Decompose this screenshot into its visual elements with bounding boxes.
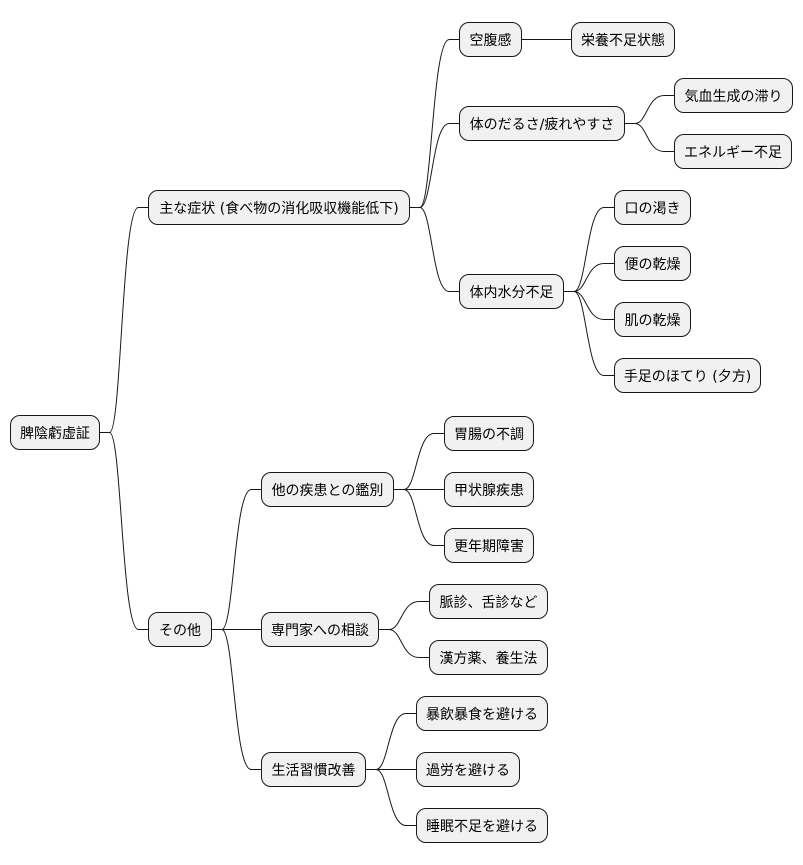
leaf-dry-stool: 便の乾燥 bbox=[614, 246, 691, 281]
connector-node-fatigue-to-leaf-qi-blood-stagnation bbox=[625, 95, 674, 124]
connector-branch-main-symptoms-to-node-fluid-deficiency bbox=[410, 207, 459, 292]
leaf-dry-skin: 肌の乾燥 bbox=[614, 302, 691, 337]
connector-node-fluid-deficiency-to-leaf-hot-limbs bbox=[564, 291, 614, 376]
leaf-avoid-sleep-deprivation: 睡眠不足を避ける bbox=[416, 808, 548, 843]
leaf-malnutrition: 栄養不足状態 bbox=[571, 22, 675, 57]
node-fatigue: 体のだるさ/疲れやすさ bbox=[459, 106, 625, 141]
connector-branch-others-to-node-differential-diagnosis bbox=[212, 489, 261, 630]
branch-others: その他 bbox=[148, 612, 212, 647]
connector-node-fluid-deficiency-to-leaf-dry-skin bbox=[564, 291, 614, 320]
connector-node-fluid-deficiency-to-leaf-thirst bbox=[564, 207, 614, 292]
leaf-menopause: 更年期障害 bbox=[444, 528, 534, 563]
connector-node-fatigue-to-leaf-energy-shortage bbox=[625, 123, 674, 152]
leaf-gi-disorder: 胃腸の不調 bbox=[444, 416, 534, 451]
leaf-qi-blood-stagnation: 気血生成の滞り bbox=[674, 78, 793, 113]
connector-node-differential-diagnosis-to-leaf-menopause bbox=[394, 489, 444, 546]
connector-node-lifestyle-improvement-to-leaf-avoid-overeating bbox=[366, 713, 416, 770]
leaf-thyroid-disease: 甲状腺疾患 bbox=[444, 472, 534, 507]
leaf-avoid-overeating: 暴飲暴食を避ける bbox=[416, 696, 548, 731]
leaf-avoid-overwork: 過労を避ける bbox=[416, 752, 520, 787]
leaf-hot-limbs: 手足のほてり (夕方) bbox=[614, 358, 761, 393]
connector-branch-main-symptoms-to-node-hunger bbox=[410, 39, 459, 208]
connector-node-consult-specialist-to-leaf-pulse-tongue-diagnosis bbox=[379, 601, 429, 630]
node-differential-diagnosis: 他の疾患との鑑別 bbox=[261, 472, 394, 507]
connector-branch-others-to-node-lifestyle-improvement bbox=[212, 629, 261, 770]
leaf-pulse-tongue-diagnosis: 脈診、舌診など bbox=[429, 584, 548, 619]
node-hunger: 空腹感 bbox=[459, 22, 522, 57]
leaf-thirst: 口の渇き bbox=[614, 190, 691, 225]
leaf-energy-shortage: エネルギー不足 bbox=[674, 134, 792, 169]
connector-node-differential-diagnosis-to-leaf-gi-disorder bbox=[394, 433, 444, 490]
connector-node-fluid-deficiency-to-leaf-dry-stool bbox=[564, 263, 614, 292]
root-node: 脾陰虧虚証 bbox=[10, 415, 100, 450]
connector-root-node-to-branch-main-symptoms bbox=[100, 207, 148, 433]
node-lifestyle-improvement: 生活習慣改善 bbox=[261, 752, 366, 787]
branch-main-symptoms: 主な症状 (食べ物の消化吸収機能低下) bbox=[148, 190, 410, 225]
connector-branch-main-symptoms-to-node-fatigue bbox=[410, 123, 459, 208]
connector-root-node-to-branch-others bbox=[100, 432, 148, 630]
leaf-kampo-regimen: 漢方薬、養生法 bbox=[429, 640, 548, 675]
node-consult-specialist: 専門家への相談 bbox=[261, 612, 379, 647]
node-fluid-deficiency: 体内水分不足 bbox=[459, 274, 564, 309]
connector-node-consult-specialist-to-leaf-kampo-regimen bbox=[379, 629, 429, 658]
connector-node-lifestyle-improvement-to-leaf-avoid-sleep-deprivation bbox=[366, 769, 416, 826]
